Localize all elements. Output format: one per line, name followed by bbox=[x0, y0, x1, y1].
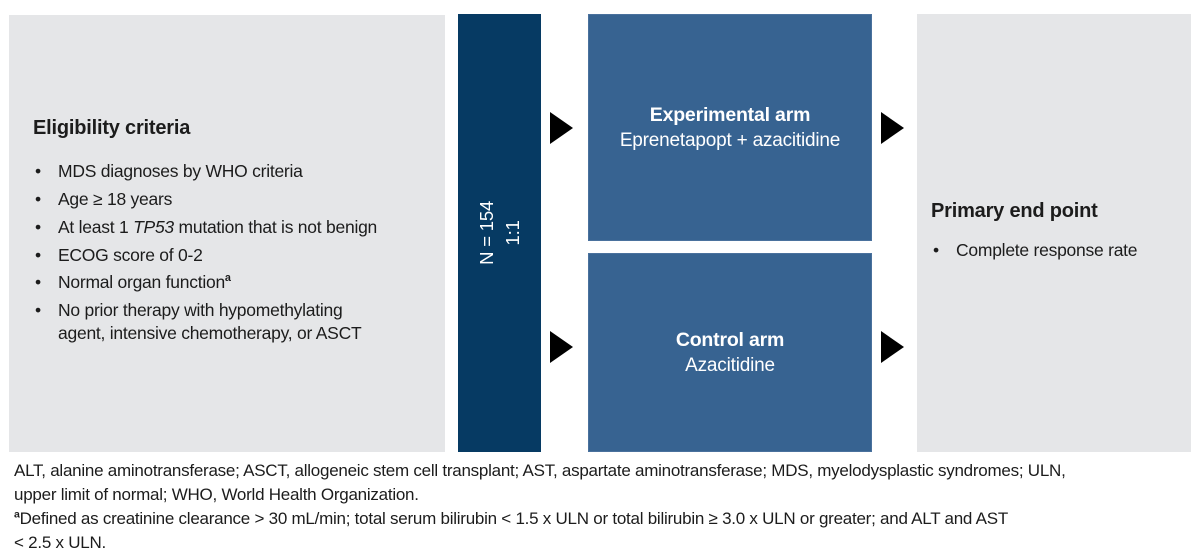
randomization-label: N = 154 1:1 bbox=[474, 201, 526, 265]
list-item: Normal organ functiona bbox=[33, 271, 435, 294]
eligibility-bullet-tp53-post: mutation that is not benign bbox=[173, 216, 378, 237]
abbreviations-note: ALT, alanine aminotransferase; ASCT, all… bbox=[14, 459, 1192, 507]
footnote-marker: a bbox=[224, 272, 231, 285]
experimental-arm-title: Experimental arm bbox=[649, 103, 811, 126]
arrow-right-icon bbox=[550, 331, 573, 363]
eligibility-bullet-no-prior-line2: agent, intensive chemotherapy, or ASCT bbox=[58, 322, 362, 343]
eligibility-panel: Eligibility criteria MDS diagnoses by WH… bbox=[9, 15, 445, 452]
randomization-ratio-label: 1:1 bbox=[501, 220, 523, 246]
control-arm-box: Control arm Azacitidine bbox=[588, 253, 872, 452]
tp53-gene-italic: TP53 bbox=[133, 216, 174, 237]
endpoint-bullet-complete-response: Complete response rate bbox=[956, 239, 1138, 260]
randomization-box: N = 154 1:1 bbox=[458, 14, 541, 452]
control-arm-treatment: Azacitidine bbox=[685, 354, 775, 376]
list-item: MDS diagnoses by WHO criteria bbox=[33, 160, 435, 183]
list-item: Complete response rate bbox=[931, 239, 1185, 262]
footnote-block: ALT, alanine aminotransferase; ASCT, all… bbox=[14, 459, 1192, 556]
eligibility-bullet-organ: Normal organ function bbox=[58, 272, 225, 293]
experimental-arm-treatment: Eprenetapopt + azacitidine bbox=[619, 129, 841, 151]
eligibility-bullet-no-prior-line1: No prior therapy with hypomethylating bbox=[58, 300, 343, 321]
arrow-right-icon bbox=[881, 331, 904, 363]
experimental-arm-box: Experimental arm Eprenetapopt + azacitid… bbox=[588, 14, 872, 241]
arrow-right-icon bbox=[881, 112, 904, 144]
list-item: Age ≥ 18 years bbox=[33, 188, 435, 211]
eligibility-bullet-tp53-pre: At least 1 bbox=[58, 216, 134, 237]
abbreviations-line1: ALT, alanine aminotransferase; ASCT, all… bbox=[14, 461, 1066, 480]
organ-function-note-line2: < 2.5 x ULN. bbox=[14, 533, 106, 553]
list-item: ECOG score of 0-2 bbox=[33, 244, 435, 267]
eligibility-list: MDS diagnoses by WHO criteria Age ≥ 18 y… bbox=[33, 160, 435, 349]
eligibility-bullet-ecog: ECOG score of 0-2 bbox=[58, 244, 203, 265]
footnote-marker: a bbox=[14, 508, 20, 521]
eligibility-bullet-age: Age ≥ 18 years bbox=[58, 189, 173, 210]
sample-size-label: N = 154 bbox=[475, 201, 497, 265]
organ-function-note-line1: Defined as creatinine clearance > 30 mL/… bbox=[19, 509, 1009, 529]
abbreviations-line2: upper limit of normal; WHO, World Health… bbox=[14, 485, 419, 505]
eligibility-title: Eligibility criteria bbox=[33, 117, 191, 140]
arrow-right-icon bbox=[550, 112, 573, 144]
organ-function-note: aDefined as creatinine clearance > 30 mL… bbox=[14, 507, 1192, 555]
control-arm-title: Control arm bbox=[675, 328, 785, 351]
primary-endpoint-title: Primary end point bbox=[931, 199, 1098, 222]
list-item: At least 1 TP53 mutation that is not ben… bbox=[33, 216, 435, 239]
list-item: No prior therapy with hypomethylating ag… bbox=[33, 299, 435, 345]
primary-endpoint-panel: Primary end point Complete response rate bbox=[917, 14, 1191, 452]
primary-endpoint-list: Complete response rate bbox=[931, 239, 1185, 267]
eligibility-bullet-mds: MDS diagnoses by WHO criteria bbox=[58, 161, 303, 182]
